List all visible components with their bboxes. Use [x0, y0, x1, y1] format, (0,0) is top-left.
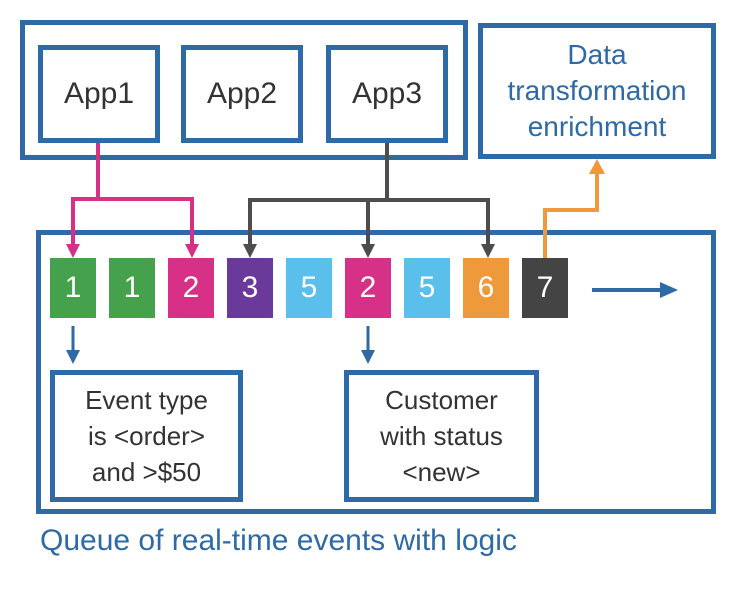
event-4: 3: [227, 258, 273, 318]
data-transformation-box: Data transformation enrichment: [478, 23, 716, 159]
rule-customer-box: Customer with status <new>: [344, 370, 539, 502]
app1-label: App1: [63, 77, 135, 110]
event-2-label: 1: [123, 271, 141, 304]
event-7-label: 5: [418, 271, 436, 304]
event-3-label: 2: [182, 271, 200, 304]
transform-line-1: Data: [567, 39, 627, 70]
arrow-right-icon: [660, 282, 678, 298]
queue-caption: Queue of real-time events with logic: [40, 524, 517, 557]
arrowhead-icon: [66, 244, 80, 258]
arrowhead-icon: [243, 244, 257, 258]
event-6: 2: [345, 258, 391, 318]
app1-route-arrows: [71, 143, 194, 245]
app2-box: App2: [181, 45, 303, 143]
app3-box: App3: [326, 45, 448, 143]
rule-order-box: Event type is <order> and >$50: [50, 370, 243, 502]
event-1: 1: [50, 258, 96, 318]
event-2: 1: [109, 258, 155, 318]
event-5-label: 5: [300, 271, 318, 304]
rule-customer-line-1: Customer: [385, 385, 498, 415]
app3-label: App3: [351, 77, 423, 110]
event-9-label: 7: [536, 271, 554, 304]
event-8-label: 6: [477, 271, 495, 304]
rule-order-line-2: is <order>: [87, 421, 206, 451]
event-8: 6: [463, 258, 509, 318]
event-4-label: 3: [241, 271, 259, 304]
app3-route-arrows: [248, 143, 490, 245]
arrowhead-icon: [589, 159, 605, 174]
rule-customer-line-3: <new>: [402, 457, 481, 487]
event-7: 5: [404, 258, 450, 318]
app2-label: App2: [206, 77, 278, 110]
arrowhead-icon: [481, 244, 495, 258]
event-6-label: 2: [359, 271, 377, 304]
rule-order-line-1: Event type: [85, 385, 208, 415]
apps-group: [20, 20, 468, 160]
rule-order-line-3: and >$50: [91, 457, 202, 487]
event-1-label: 1: [64, 271, 82, 304]
transform-line-2: transformation: [507, 75, 687, 106]
arrowhead-icon: [361, 244, 375, 258]
rule-customer-line-2: with status: [380, 421, 503, 451]
app1-box: App1: [38, 45, 160, 143]
arrowhead-icon: [185, 244, 199, 258]
arrow-down-icon: [66, 350, 80, 364]
event-9: 7: [522, 258, 568, 318]
event-5: 5: [286, 258, 332, 318]
arrow-down-icon: [361, 350, 375, 364]
event-3: 2: [168, 258, 214, 318]
output-route-arrow: [543, 172, 599, 258]
transform-line-3: enrichment: [527, 111, 667, 142]
